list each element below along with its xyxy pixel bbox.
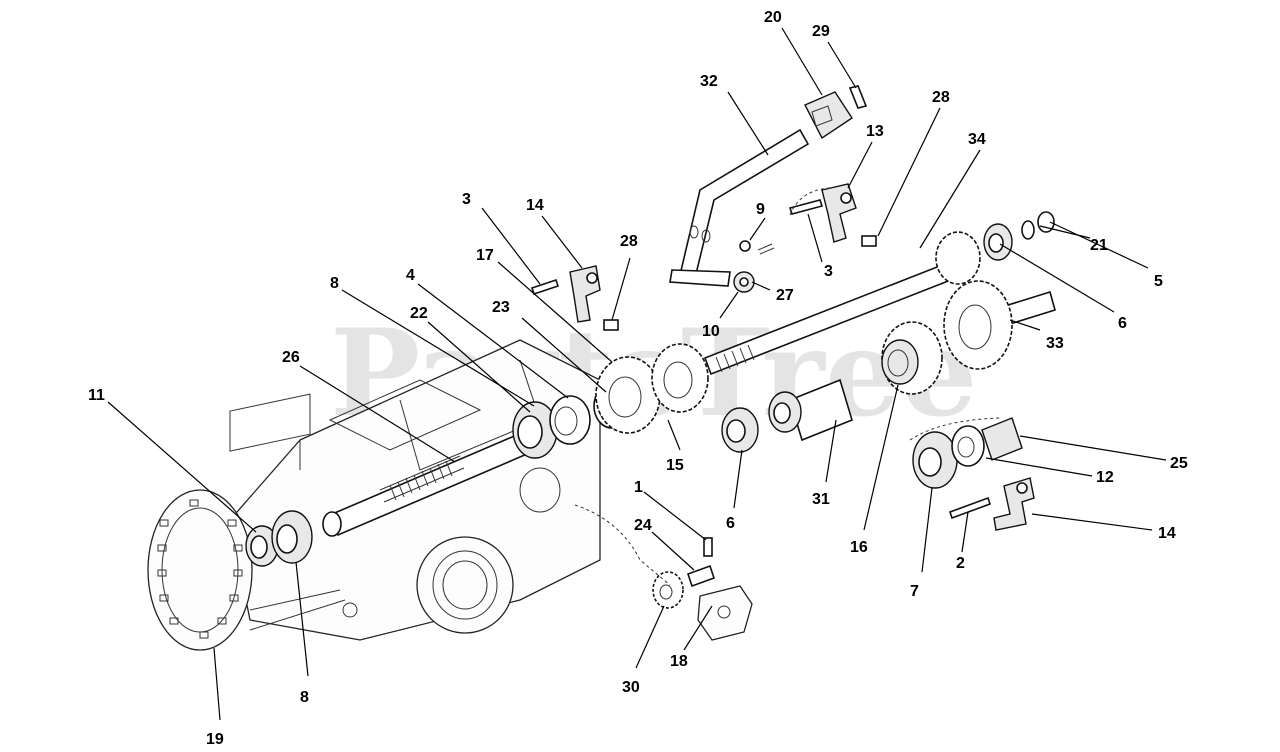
pin-28-right <box>861 235 877 247</box>
callout-31: 31 <box>812 491 830 508</box>
callout-21: 21 <box>1090 237 1108 254</box>
callout-10: 10 <box>702 323 720 340</box>
callout-22: 22 <box>410 305 428 322</box>
sleeve-24 <box>686 564 716 588</box>
gear-15 <box>595 356 661 434</box>
callout-14-right: 14 <box>1158 525 1176 542</box>
dashed-path-bottom <box>574 504 671 586</box>
callout-14-left: 14 <box>526 197 544 214</box>
callout-17: 17 <box>476 247 494 264</box>
callout-2: 2 <box>956 555 965 572</box>
bearing-7 <box>912 431 958 489</box>
callout-16: 16 <box>850 539 868 556</box>
gear-30 <box>652 571 684 609</box>
callout-8-top: 8 <box>330 275 339 292</box>
callout-5: 5 <box>1154 273 1163 290</box>
pin-2 <box>948 496 992 520</box>
gear-17 <box>651 343 709 413</box>
input-shaft <box>322 423 550 537</box>
callout-32: 32 <box>700 73 718 90</box>
callout-7: 7 <box>910 583 919 600</box>
leader-lines <box>107 27 1167 721</box>
callout-24: 24 <box>634 517 652 534</box>
ball-9 <box>739 240 751 252</box>
knob-20 <box>804 91 853 140</box>
callout-34: 34 <box>968 131 986 148</box>
seal-4 <box>549 395 591 445</box>
callout-8-bottom: 8 <box>300 689 309 706</box>
callout-6-right: 6 <box>1118 315 1127 332</box>
callout-18: 18 <box>670 653 688 670</box>
callout-6-center: 6 <box>726 515 735 532</box>
callout-23: 23 <box>492 299 510 316</box>
callout-4: 4 <box>406 267 415 284</box>
callout-30: 30 <box>622 679 640 696</box>
callout-20: 20 <box>764 9 782 26</box>
gear-16 <box>881 321 943 395</box>
callout-13: 13 <box>866 123 884 140</box>
pin-1 <box>703 537 713 557</box>
bearing-6-center <box>721 407 759 453</box>
callout-29: 29 <box>812 23 830 40</box>
callout-labels: 20 29 32 28 13 34 3 14 9 17 28 3 27 21 5… <box>88 9 1188 748</box>
callout-28-left: 28 <box>620 233 638 250</box>
fork-14-right <box>993 477 1035 531</box>
pin-3-left <box>530 278 560 296</box>
callout-9: 9 <box>756 201 765 218</box>
callout-26: 26 <box>282 349 300 366</box>
pin-28-left <box>603 319 619 331</box>
callout-19: 19 <box>206 731 224 748</box>
callout-15: 15 <box>666 457 684 474</box>
gear-25 <box>981 417 1023 461</box>
output-shaft-33 <box>943 280 1056 370</box>
dashed-path-top <box>789 187 831 216</box>
callout-11: 11 <box>88 387 105 404</box>
washer-10 <box>733 271 755 293</box>
fork-13 <box>821 183 857 243</box>
pin-29 <box>848 85 868 109</box>
spring-27 <box>757 243 775 255</box>
gear-31 <box>768 378 853 442</box>
callout-3-left: 3 <box>462 191 471 208</box>
pin-3-right <box>788 199 824 215</box>
bearing-22 <box>512 401 558 459</box>
callout-3-right: 3 <box>824 263 833 280</box>
callout-33: 33 <box>1046 335 1064 352</box>
cover-18 <box>697 585 753 641</box>
gear-34-end <box>935 211 1055 285</box>
callout-12: 12 <box>1096 469 1114 486</box>
ring-12 <box>951 425 985 467</box>
callout-25: 25 <box>1170 455 1188 472</box>
dashed-path-right <box>909 417 1001 441</box>
bearing-11 <box>245 525 279 567</box>
callout-28-top: 28 <box>932 89 950 106</box>
callout-27: 27 <box>776 287 794 304</box>
bearing-8-left <box>271 510 313 564</box>
fork-14-left <box>569 265 601 323</box>
shift-lever-32 <box>669 128 810 287</box>
callout-1: 1 <box>634 479 643 496</box>
